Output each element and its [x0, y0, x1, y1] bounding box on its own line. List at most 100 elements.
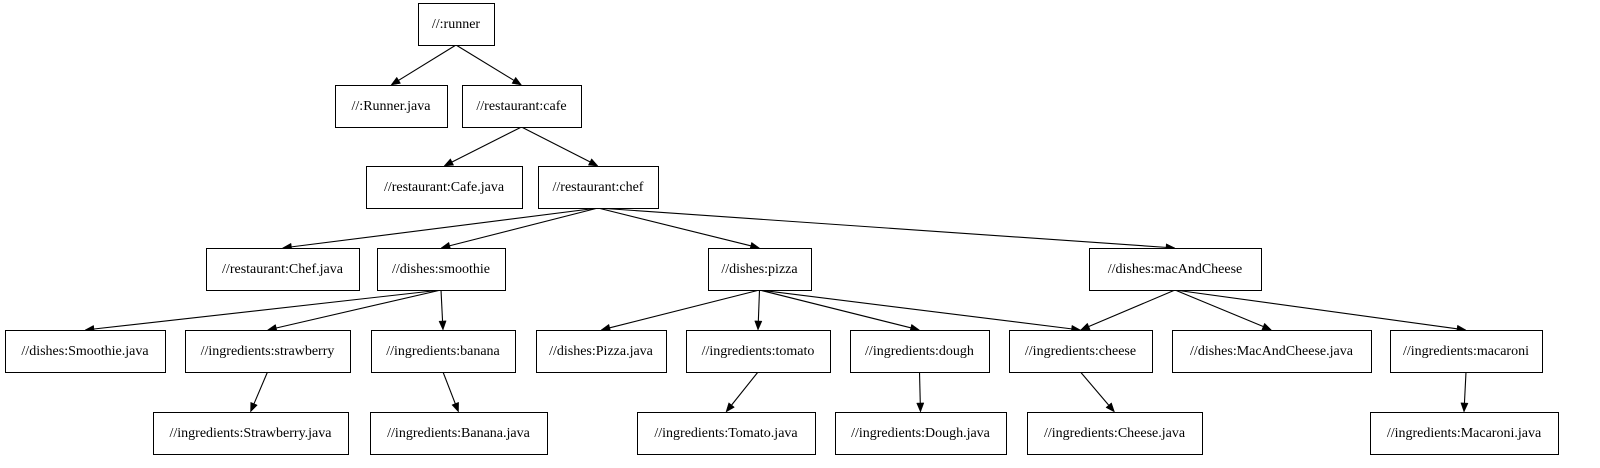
graph-node-restaurant_cafe[interactable]: //restaurant:cafe [462, 85, 582, 128]
edge-line [442, 371, 456, 404]
arrowhead-icon [587, 158, 599, 167]
edge-line [759, 289, 911, 329]
graph-node-runner[interactable]: //:runner [418, 3, 495, 46]
node-label: //ingredients:strawberry [201, 344, 335, 359]
edge-line [455, 44, 515, 81]
node-label: //ingredients:Cheese.java [1044, 426, 1186, 441]
graph-node-runner_java[interactable]: //:Runner.java [335, 85, 448, 128]
graph-node-ing_cheese[interactable]: //ingredients:cheese [1009, 330, 1153, 373]
graph-node-ing_bananajava[interactable]: //ingredients:Banana.java [370, 412, 548, 455]
graph-edge [1174, 289, 1467, 333]
node-box[interactable] [1089, 248, 1262, 291]
node-box[interactable] [850, 330, 990, 373]
node-box[interactable] [1027, 412, 1203, 455]
graph-node-dishes_smoothie[interactable]: //dishes:smoothie [377, 248, 506, 291]
arrowhead-icon [443, 158, 455, 167]
edge-line [276, 289, 442, 329]
arrowhead-icon [451, 401, 459, 413]
node-label: //ingredients:Tomato.java [654, 426, 798, 441]
node-box[interactable] [371, 330, 516, 373]
graph-node-ing_tomatojava[interactable]: //ingredients:Tomato.java [637, 412, 816, 455]
node-layer: //:runner //:Runner.java //restaurant:cafe… [5, 3, 1559, 455]
node-label: //ingredients:Strawberry.java [170, 426, 333, 441]
node-label: //dishes:Smoothie.java [21, 344, 149, 359]
graph-node-dishes_macandcheese[interactable]: //dishes:macAndCheese [1089, 248, 1262, 291]
edge-line [451, 126, 522, 163]
node-label: //dishes:macAndCheese [1108, 262, 1243, 277]
graph-node-ing_macaroni[interactable]: //ingredients:macaroni [1390, 330, 1543, 373]
edge-line [757, 289, 761, 322]
arrowhead-icon [725, 402, 735, 413]
node-box[interactable] [418, 3, 495, 46]
arrowhead-icon [390, 76, 401, 86]
graph-node-dishes_macjava[interactable]: //dishes:MacAndCheese.java [1172, 330, 1372, 373]
graph-node-dishes_pizzajava[interactable]: //dishes:Pizza.java [536, 330, 667, 373]
edge-line [253, 371, 269, 404]
graph-edge [1080, 371, 1115, 413]
graph-edge [1079, 289, 1176, 331]
node-label: //:runner [432, 17, 481, 32]
node-box[interactable] [366, 166, 523, 209]
node-label: //:Runner.java [352, 99, 432, 114]
node-label: //restaurant:Cafe.java [384, 180, 505, 195]
graph-node-dishes_smoothiejava[interactable]: //dishes:Smoothie.java [5, 330, 166, 373]
node-box[interactable] [538, 166, 659, 209]
node-box[interactable] [708, 248, 812, 291]
graph-node-restaurant_chef[interactable]: //restaurant:chef [538, 166, 659, 209]
node-box[interactable] [1009, 330, 1153, 373]
node-box[interactable] [335, 85, 448, 128]
node-box[interactable] [462, 85, 582, 128]
edge-line [1080, 371, 1110, 406]
node-box[interactable] [835, 412, 1007, 455]
graph-node-ing_tomato[interactable]: //ingredients:tomato [686, 330, 831, 373]
graph-edge [916, 371, 925, 413]
node-box[interactable] [536, 330, 667, 373]
graph-node-ing_doughjava[interactable]: //ingredients:Dough.java [835, 412, 1007, 455]
node-box[interactable] [377, 248, 506, 291]
graph-edge [600, 289, 760, 332]
graph-edge [1174, 289, 1273, 331]
edge-line [291, 207, 599, 248]
edge-line [449, 207, 599, 247]
graph-node-ing_cheesejava[interactable]: //ingredients:Cheese.java [1027, 412, 1203, 455]
node-box[interactable] [1370, 412, 1559, 455]
edge-line [1174, 289, 1458, 330]
graph-edge [725, 371, 759, 413]
node-box[interactable] [185, 330, 351, 373]
node-box[interactable] [1390, 330, 1543, 373]
edge-line [1174, 289, 1264, 328]
node-label: //ingredients:Macaroni.java [1387, 426, 1542, 441]
arrowhead-icon [1261, 322, 1273, 331]
edge-line [1088, 289, 1176, 327]
graph-node-restaurant_cafejava[interactable]: //restaurant:Cafe.java [366, 166, 523, 209]
arrowhead-icon [1079, 322, 1091, 331]
node-label: //restaurant:chef [553, 180, 644, 195]
graph-edge [759, 289, 921, 332]
node-box[interactable] [637, 412, 816, 455]
arrowhead-icon [1460, 402, 1469, 413]
graph-node-ing_macaronijava[interactable]: //ingredients:Macaroni.java [1370, 412, 1559, 455]
graph-node-ing_strawberry[interactable]: //ingredients:strawberry [185, 330, 351, 373]
graph-node-restaurant_chefjava[interactable]: //restaurant:Chef.java [206, 248, 360, 291]
graph-node-ing_dough[interactable]: //ingredients:dough [850, 330, 990, 373]
edge-line [918, 371, 921, 404]
node-box[interactable] [5, 330, 166, 373]
node-box[interactable] [153, 412, 349, 455]
edge-line [597, 207, 751, 247]
graph-edge [281, 207, 599, 251]
graph-node-ing_strawberryjava[interactable]: //ingredients:Strawberry.java [153, 412, 349, 455]
node-label: //dishes:MacAndCheese.java [1190, 344, 1354, 359]
node-label: //ingredients:cheese [1025, 344, 1136, 359]
edge-line [1463, 371, 1467, 404]
node-label: //ingredients:macaroni [1403, 344, 1529, 359]
graph-node-dishes_pizza[interactable]: //dishes:pizza [708, 248, 812, 291]
graph-edge [597, 207, 761, 250]
node-box[interactable] [1172, 330, 1372, 373]
node-box[interactable] [686, 330, 831, 373]
graph-node-ing_banana[interactable]: //ingredients:banana [371, 330, 516, 373]
graph-edge [440, 207, 599, 250]
graph-edge [438, 289, 447, 331]
node-box[interactable] [370, 412, 548, 455]
node-box[interactable] [206, 248, 360, 291]
